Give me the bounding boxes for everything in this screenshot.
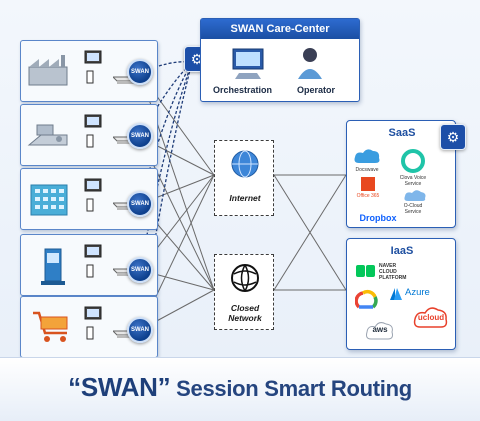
- swan-node[interactable]: SWAN: [127, 257, 153, 283]
- ocloud-label-2: Service: [404, 209, 422, 215]
- shopping-cart-icon: [33, 311, 68, 342]
- closed-network-label-1: Closed: [230, 303, 260, 313]
- office-building-icon: [30, 184, 68, 216]
- network-globe-icon: [231, 264, 259, 292]
- internet-box: Internet: [214, 140, 274, 216]
- naver-label-1: NAVER: [379, 263, 397, 269]
- iaas-title: IaaS: [390, 245, 414, 257]
- ocloud-logo: [404, 190, 426, 201]
- workstation-icon: [84, 244, 102, 278]
- google-cloud-logo: [355, 289, 378, 309]
- naver-cloud-logo: [356, 265, 375, 277]
- office365-logo: [361, 177, 375, 191]
- azure-label: Azure: [405, 287, 430, 298]
- title-banner: “SWAN” Session Smart Routing: [0, 357, 480, 421]
- saas-gear-icon: ⚙: [440, 124, 466, 150]
- closed-network-label-2: Network: [228, 313, 262, 323]
- aws-cloud-logo: [366, 322, 393, 340]
- swan-node[interactable]: SWAN: [127, 191, 153, 217]
- saas-box: SaaS Docswave Office 365 Clova Voice Ser…: [346, 120, 456, 228]
- ucloud-logo: [413, 307, 448, 328]
- swan-node[interactable]: SWAN: [127, 123, 153, 149]
- clova-logo: [401, 149, 425, 173]
- orchestration-label: Orchestration: [213, 85, 273, 95]
- dropbox-label: Dropbox: [359, 213, 397, 223]
- saas-title: SaaS: [388, 127, 416, 139]
- banner-subtitle: Session Smart Routing: [170, 376, 412, 401]
- plant-icon: [27, 124, 68, 146]
- iaas-box: IaaS NAVER CLOUD PLATFORM Azure aws uclo…: [346, 238, 456, 350]
- ucloud-label: ucloud: [417, 313, 445, 322]
- kiosk-icon: [41, 248, 65, 285]
- workstation-icon: [84, 50, 102, 84]
- docswave-logo: [354, 149, 380, 163]
- office365-label: Office 365: [356, 193, 380, 199]
- internet-label: Internet: [229, 193, 261, 203]
- naver-label-3: PLATFORM: [379, 275, 407, 281]
- site-retail: SWAN: [20, 296, 158, 358]
- swan-node[interactable]: SWAN: [127, 59, 153, 85]
- operator-icon: [298, 48, 322, 79]
- factory-icon: [28, 55, 68, 86]
- clova-label-2: Service: [404, 181, 422, 187]
- site-office: SWAN: [20, 168, 158, 230]
- workstation-icon: [84, 178, 102, 212]
- globe-icon: [231, 150, 259, 178]
- banner-quoted-name: “SWAN”: [68, 372, 171, 402]
- workstation-icon: [84, 114, 102, 148]
- naver-label-2: CLOUD: [379, 269, 397, 275]
- ocloud-label-1: O-Cloud: [403, 203, 423, 209]
- docswave-label: Docswave: [355, 167, 379, 173]
- azure-logo: [390, 288, 402, 300]
- care-center-title: SWAN Care-Center: [201, 19, 359, 39]
- clova-label-1: Clova Voice: [399, 175, 427, 181]
- workstation-icon: [84, 306, 102, 340]
- monitor-icon: [232, 48, 264, 79]
- aws-label: aws: [372, 325, 388, 334]
- care-center-panel: SWAN Care-Center Orchestration Operator: [200, 18, 360, 102]
- operator-label: Operator: [297, 85, 336, 95]
- banner-title: “SWAN” Session Smart Routing: [0, 372, 480, 403]
- swan-node[interactable]: SWAN: [127, 317, 153, 343]
- site-kiosk: SWAN: [20, 234, 158, 296]
- closed-network-box: Closed Network: [214, 254, 274, 330]
- site-factory: SWAN: [20, 40, 158, 102]
- site-plant: SWAN: [20, 104, 158, 166]
